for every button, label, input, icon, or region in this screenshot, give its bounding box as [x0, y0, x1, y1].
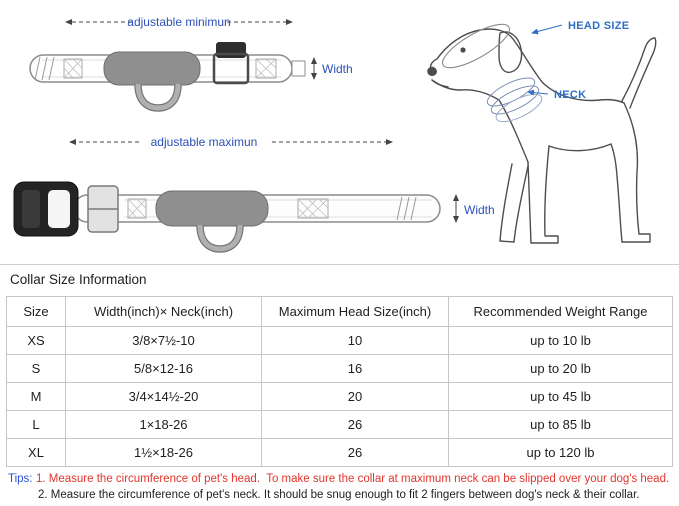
col-header-head-size: Maximum Head Size(inch) — [261, 296, 449, 327]
table-cell: up to 10 lb — [448, 326, 673, 355]
collar-pad — [155, 190, 269, 227]
table-cell: 10 — [261, 326, 449, 355]
buckle — [13, 181, 79, 237]
strap-tip — [291, 60, 306, 77]
table-row-s: S 5/8×12-16 16 up to 20 lb — [6, 354, 673, 383]
collar-pad — [103, 51, 201, 86]
stitch-box — [127, 198, 147, 219]
d-ring — [134, 83, 182, 112]
table-cell: up to 45 lb — [448, 382, 673, 411]
table-row-xs: XS 3/8×7½-10 10 up to 10 lb — [6, 326, 673, 355]
table-row-m: M 3/4×14½-20 20 up to 45 lb — [6, 382, 673, 411]
tips-section: Tips:1. Measure the circumference of pet… — [8, 471, 676, 503]
table-cell: 16 — [261, 354, 449, 383]
table-cell: S — [6, 354, 66, 383]
slider-adjuster — [212, 42, 250, 85]
table-cell: L — [6, 410, 66, 439]
width-label-top: Width — [322, 62, 353, 76]
table-row-l: L 1×18-26 26 up to 85 lb — [6, 410, 673, 439]
table-cell: 5/8×12-16 — [65, 354, 262, 383]
measure-ellipses — [441, 23, 543, 123]
col-header-size: Size — [6, 296, 66, 327]
d-ring — [196, 224, 244, 253]
neck-arrow — [527, 89, 549, 96]
table-cell: 3/4×14½-20 — [65, 382, 262, 411]
strap-tip-hatch — [34, 56, 55, 81]
col-header-width-neck: Width(inch)× Neck(inch) — [65, 296, 262, 327]
strap-tip-hatch — [396, 196, 417, 221]
adjustable-min-label: adjustable minimun — [127, 15, 230, 29]
table-cell: up to 120 lb — [448, 438, 673, 467]
table-cell: up to 20 lb — [448, 354, 673, 383]
collar-strap-max — [13, 181, 441, 253]
stitch-box — [255, 58, 277, 79]
slider-adjuster — [87, 185, 119, 233]
table-header-row: Size Width(inch)× Neck(inch) Maximum Hea… — [6, 296, 673, 327]
section-divider — [0, 264, 679, 265]
table-cell: 1½×18-26 — [65, 438, 262, 467]
head-size-label: HEAD SIZE — [568, 20, 629, 32]
col-header-weight: Recommended Weight Range — [448, 296, 673, 327]
stitch-box — [63, 58, 83, 79]
table-cell: 26 — [261, 410, 449, 439]
table-title: Collar Size Information — [10, 272, 147, 287]
table-cell: up to 85 lb — [448, 410, 673, 439]
collar-strap-min — [29, 42, 306, 112]
tip-line-1: Tips:1. Measure the circumference of pet… — [8, 471, 676, 487]
collar-min-diagram: adjustable minimun — [29, 15, 353, 112]
table-cell: 1×18-26 — [65, 410, 262, 439]
table-cell: 3/8×7½-10 — [65, 326, 262, 355]
table-cell: XS — [6, 326, 66, 355]
collar-max-diagram: adjustable maximun — [13, 135, 495, 253]
tip-1: 1. Measure the circumference of pet's he… — [36, 473, 670, 485]
stitch-box — [297, 198, 329, 219]
width-label-bottom: Width — [464, 203, 495, 217]
dog-illustration: HEAD SIZE NECK — [427, 20, 657, 244]
table-cell: 20 — [261, 382, 449, 411]
table-row-xl: XL 1½×18-26 26 up to 120 lb — [6, 438, 673, 467]
tip-2: 2. Measure the circumference of pet's ne… — [38, 489, 640, 501]
size-table: Size Width(inch)× Neck(inch) Maximum Hea… — [6, 296, 673, 467]
head-size-arrow — [531, 24, 563, 35]
table-cell: M — [6, 382, 66, 411]
tips-label: Tips: — [8, 473, 33, 485]
neck-label: NECK — [554, 89, 586, 101]
table-cell: XL — [6, 438, 66, 467]
adjustable-max-label: adjustable maximun — [151, 135, 258, 149]
dog-outline — [427, 28, 657, 244]
table-cell: 26 — [261, 438, 449, 467]
